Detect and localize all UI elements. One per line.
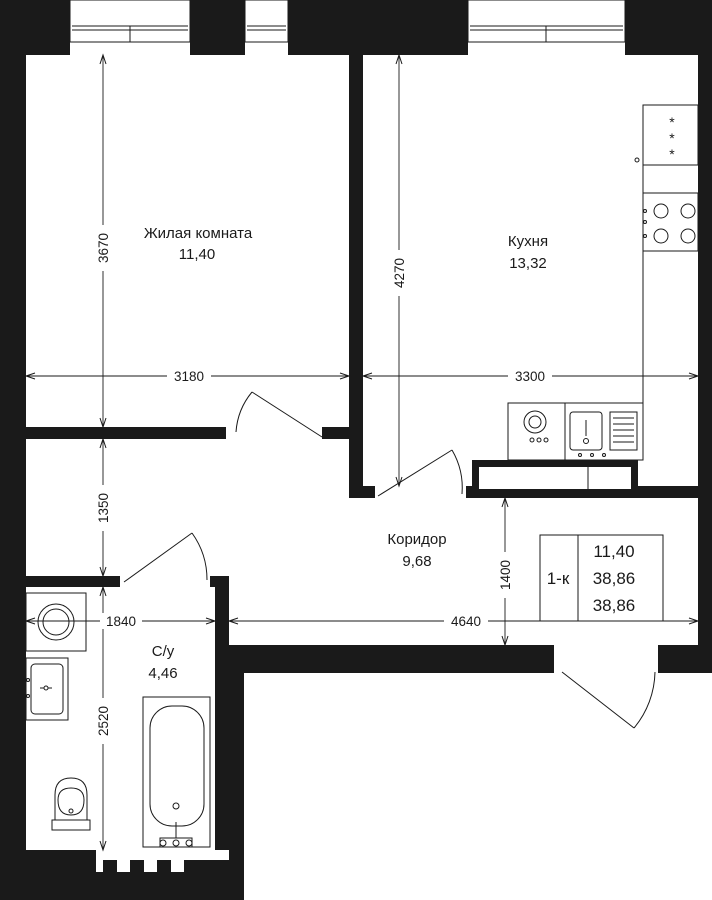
apartment-type: 1-к [547,569,570,588]
summary-total-area: 38,86 [593,569,636,588]
room-bathroom-name: С/у [152,643,175,660]
summary-living-area: 11,40 [593,542,634,561]
dim-corridor-left-height: 1350 [96,493,111,523]
doors [123,391,656,729]
dim-bath-height: 2520 [96,706,111,736]
bathroom-fixtures [25,592,211,848]
room-living-area: 11,40 [179,246,215,263]
dim-corridor-width: 4640 [451,614,481,629]
svg-text:*: * [669,114,675,130]
svg-text:*: * [669,146,675,162]
dim-kitchen-height: 4270 [392,258,407,288]
dim-living-width: 3180 [174,369,204,384]
room-corridor-area: 9,68 [402,553,431,570]
windows [69,0,626,43]
room-living-name: Жилая комната [144,225,253,242]
kitchen-fixtures: * * * [472,104,699,496]
svg-text:*: * [669,130,675,146]
fridge-icon [642,104,699,166]
summary-box: 1-к 11,40 38,86 38,86 [539,534,664,622]
dim-bath-width: 1840 [106,614,136,629]
room-corridor-name: Коридор [387,531,446,548]
room-kitchen-area: 13,32 [509,255,547,272]
room-kitchen-name: Кухня [508,233,548,250]
dim-kitchen-width: 3300 [515,369,545,384]
room-bathroom-area: 4,46 [148,665,177,682]
dim-corridor-right-height: 1400 [498,560,513,590]
dim-living-height: 3670 [96,233,111,263]
summary-total-area-2: 38,86 [593,596,636,615]
